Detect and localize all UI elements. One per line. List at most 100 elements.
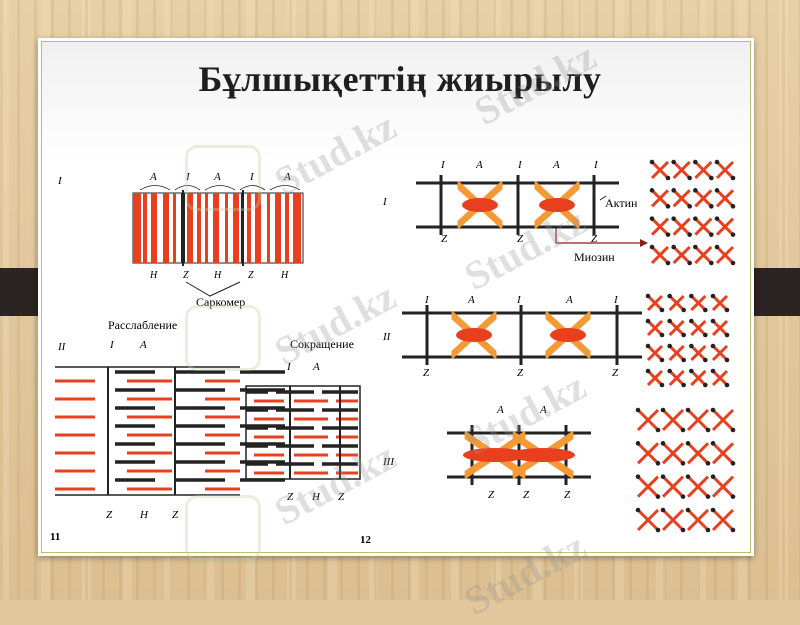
- lattice-link: [686, 408, 710, 432]
- label-I: I: [286, 361, 292, 373]
- brace: [174, 185, 201, 191]
- sliding-filament-panels: [402, 175, 648, 485]
- actin-dot: [687, 260, 692, 266]
- actin-dot: [635, 507, 641, 513]
- lattice-link: [711, 475, 735, 498]
- label-relaxation: Расслабление: [108, 318, 177, 332]
- panel-roman-2-left: II: [57, 341, 67, 353]
- actin-dot: [730, 527, 736, 533]
- lattice-link: [690, 369, 707, 387]
- label-contraction: Сокращение: [290, 337, 354, 351]
- lattice-link: [694, 217, 713, 236]
- label-actin: Актин: [605, 196, 638, 210]
- slide-border: [41, 41, 751, 553]
- actin-dot: [705, 461, 711, 466]
- myosin-core: [550, 328, 586, 342]
- slide-title: Бұлшықеттің жиырылу: [198, 59, 602, 99]
- label-H: H: [149, 270, 158, 281]
- actin-dot: [730, 427, 736, 433]
- actin-dot: [710, 474, 716, 479]
- striation-band: [173, 193, 176, 263]
- actin-dot: [671, 159, 676, 165]
- lattice-link: [636, 508, 660, 532]
- lattice-link: [711, 508, 735, 532]
- label-I: I: [516, 294, 522, 306]
- lattice-link: [672, 189, 691, 208]
- actin-dot: [645, 368, 651, 374]
- actin-dot: [665, 204, 671, 209]
- lattice-link: [711, 294, 729, 312]
- label-A: A: [552, 159, 560, 171]
- lattice-link: [668, 294, 685, 312]
- actin-dot: [689, 293, 694, 299]
- actin-dot: [730, 461, 736, 466]
- lattice-link: [650, 160, 670, 180]
- lattice-link: [650, 217, 670, 236]
- label-I: I: [185, 171, 191, 183]
- top-left-labels: I A I A I A H Z H Z H Саркомер: [57, 171, 291, 309]
- actin-dot: [659, 382, 665, 388]
- striation-band: [267, 193, 270, 263]
- actin-dot: [681, 382, 686, 388]
- panel-roman-1-left: I: [57, 175, 63, 187]
- label-I: I: [109, 339, 115, 351]
- actin-dot: [681, 332, 686, 338]
- label-H: H: [280, 270, 289, 281]
- actin-dot: [730, 232, 736, 237]
- lattice-link: [661, 442, 685, 465]
- actin-dot: [649, 159, 655, 165]
- actin-dot: [714, 159, 720, 165]
- lattice-link: [715, 245, 735, 265]
- lattice-link: [650, 189, 670, 208]
- label-I: I: [424, 294, 430, 306]
- label-A: A: [283, 171, 291, 183]
- striation-band: [247, 193, 251, 263]
- actin-dot: [645, 293, 651, 299]
- frame: [245, 385, 361, 480]
- actin-dot: [709, 204, 714, 209]
- label-I: I: [249, 171, 255, 183]
- actin-dot: [724, 307, 730, 313]
- page-number-right: 12: [360, 534, 372, 546]
- lattice-link: [636, 475, 660, 498]
- actin-dot: [680, 461, 686, 466]
- striation-band: [205, 193, 208, 263]
- lattice-link: [711, 442, 735, 465]
- actin-dot: [710, 441, 716, 446]
- actin-dot: [687, 204, 692, 209]
- slide-header-bg: [41, 41, 751, 161]
- actin-dot: [730, 494, 736, 499]
- right-labels: I II III I A I A I Z Z Z Актин Миозин I …: [382, 159, 638, 501]
- lattice-link: [694, 160, 713, 180]
- actin-dot: [667, 343, 672, 349]
- actin-dot: [703, 332, 708, 338]
- striation-band: [233, 193, 239, 263]
- muscle-contraction-figure: I A I A I A H Z H Z H Саркомер II Рассла…: [50, 159, 736, 546]
- actin-dot: [645, 343, 651, 349]
- actin-dot: [680, 494, 686, 499]
- actin-dot: [730, 175, 736, 181]
- lattice-link: [661, 475, 685, 498]
- actin-dot: [635, 407, 641, 413]
- panel-roman-3-right: III: [382, 456, 395, 468]
- actin-dot: [655, 461, 661, 466]
- actin-dot: [659, 307, 665, 313]
- label-A: A: [149, 171, 157, 183]
- actin-dot: [709, 260, 714, 266]
- lattice-link: [650, 245, 670, 265]
- lattice-link: [686, 508, 710, 532]
- label-Z: Z: [183, 270, 189, 281]
- lattice-link: [690, 294, 707, 312]
- actin-dot: [649, 188, 655, 193]
- actin-dot: [710, 407, 716, 413]
- lattice-link: [690, 344, 707, 362]
- label-Z: Z: [612, 367, 619, 379]
- lattice-link: [715, 189, 735, 208]
- actin-dot: [649, 244, 655, 250]
- label-A: A: [139, 339, 147, 351]
- actin-dot: [680, 427, 686, 433]
- actin-dot: [671, 216, 676, 221]
- actin-dot: [685, 441, 691, 446]
- label-H: H: [311, 491, 321, 503]
- lattice-link: [686, 442, 710, 465]
